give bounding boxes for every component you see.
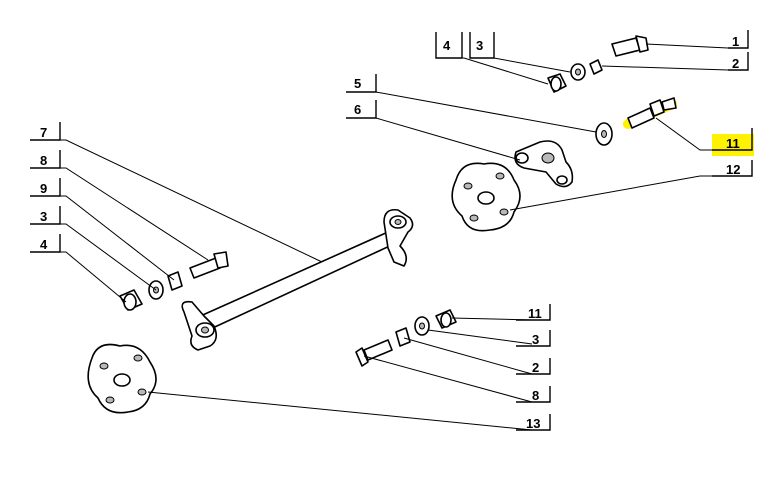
callout-bottom-2: 2 — [516, 358, 551, 375]
callout-label: 13 — [526, 416, 540, 431]
callout-label: 4 — [40, 237, 48, 252]
callout-label: 4 — [443, 38, 451, 53]
left-hardware[interactable] — [119, 251, 229, 311]
callout-top-6: 6 — [346, 100, 377, 119]
callout-label: 8 — [40, 153, 47, 168]
callout-left-8: 8 — [30, 150, 61, 169]
callout-label: 2 — [532, 360, 539, 375]
callout-label: 9 — [40, 181, 47, 196]
callout-label: 3 — [40, 209, 47, 224]
callout-right-11-highlighted: 11 — [712, 128, 754, 156]
callout-top-2: 2 — [728, 52, 749, 71]
washer-5[interactable] — [595, 122, 613, 146]
rod-part[interactable] — [181, 208, 414, 351]
callout-right-12: 12 — [712, 160, 753, 177]
callout-left-7: 7 — [30, 122, 61, 141]
callout-top-3: 3 — [469, 32, 495, 59]
callout-top-1: 1 — [728, 30, 749, 49]
bracket-6[interactable] — [514, 140, 574, 188]
callout-left-3: 3 — [30, 206, 61, 225]
callout-bottom-8: 8 — [516, 386, 551, 403]
bottom-hardware[interactable] — [355, 309, 457, 367]
callout-label: 2 — [732, 56, 739, 71]
callout-label: 1 — [732, 34, 739, 49]
callout-bottom-11: 11 — [516, 304, 551, 321]
callout-label: 3 — [532, 332, 539, 347]
callout-label: 11 — [726, 136, 740, 151]
callout-label: 7 — [40, 125, 47, 140]
callout-label: 5 — [354, 76, 361, 91]
callout-top-4: 4 — [435, 32, 463, 59]
callout-bottom-3: 3 — [516, 330, 551, 347]
top-hardware[interactable] — [547, 35, 649, 93]
callout-label: 11 — [528, 306, 542, 321]
callout-left-4: 4 — [30, 234, 61, 253]
callout-label: 6 — [354, 102, 361, 117]
highlighted-bolt-11[interactable] — [623, 97, 677, 129]
callout-label: 12 — [726, 162, 740, 177]
callout-label: 3 — [476, 38, 483, 53]
plate-12[interactable] — [451, 162, 521, 232]
callout-left-9: 9 — [30, 178, 61, 197]
callout-bottom-13: 13 — [516, 414, 551, 431]
callout-label: 8 — [532, 388, 539, 403]
callout-top-5: 5 — [346, 74, 377, 93]
plate-13[interactable] — [87, 343, 157, 414]
